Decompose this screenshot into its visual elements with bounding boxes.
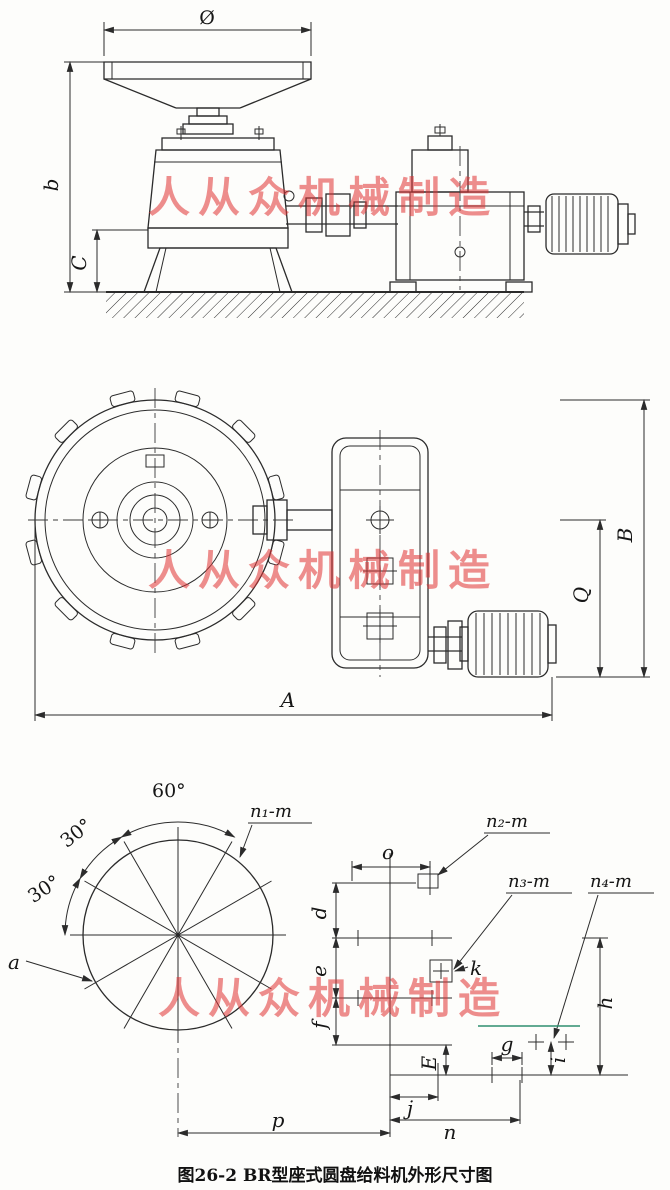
motor-plan: [428, 610, 557, 678]
dim-label-i: i: [546, 1057, 570, 1063]
dim-label-A: A: [279, 688, 295, 712]
label-n2-m: n₂-m: [486, 811, 528, 832]
dimension-B: B: [556, 398, 650, 679]
dim-label-diameter: Ø: [199, 7, 215, 29]
angle-label-60: 60°: [152, 780, 186, 802]
feeder-housing: [143, 126, 295, 293]
label-n3-m: n₃-m: [508, 871, 550, 892]
label-n1-m: n₁-m: [250, 801, 292, 822]
motor: [524, 193, 636, 255]
figure-caption: 图26-2 BR型座式圆盘给料机外形尺寸图: [177, 1166, 493, 1186]
dimension-diameter: Ø: [102, 7, 313, 56]
dimension-b: b: [39, 60, 108, 294]
dim-label-g: g: [501, 1032, 514, 1056]
dimension-c: C: [67, 228, 148, 294]
dim-label-n: n: [444, 1120, 457, 1144]
dim-label-E: E: [417, 1055, 441, 1071]
feeder-disc: [25, 388, 295, 657]
angle-label-30-lower: 30°: [24, 871, 64, 908]
dimension-A: A: [33, 525, 554, 721]
dim-label-a: a: [8, 950, 20, 974]
watermark-text: 人从众机械制造: [158, 974, 508, 1023]
bolt-pattern: [332, 853, 628, 1137]
dim-label-j: j: [403, 1096, 413, 1120]
dim-label-k: k: [470, 956, 482, 980]
dim-label-h: h: [593, 997, 617, 1010]
watermark-text: 人从众机械制造: [148, 546, 498, 595]
dim-label-p: p: [272, 1108, 285, 1132]
dim-label-c: C: [67, 255, 91, 270]
dim-label-Q: Q: [569, 587, 593, 603]
angle-label-30-upper: 30°: [56, 814, 96, 852]
dimension-Q: Q: [560, 518, 606, 679]
ground-hatch: [106, 291, 524, 318]
watermark-text: 人从众机械制造: [148, 173, 498, 222]
detail-dimensions: o d e f k E g h i j n: [176, 840, 617, 1144]
gearbox: [389, 124, 533, 293]
plan-view: B Q A 人从众机械制造: [25, 388, 650, 721]
hole-group-leaders: n₁-m n₂-m n₃-m n₄-m: [239, 801, 654, 1040]
label-n4-m: n₄-m: [590, 871, 632, 892]
side-elevation-view: Ø b C 人从众机械制造: [39, 7, 636, 318]
feeder-pan: [103, 61, 312, 135]
dim-label-d: d: [307, 907, 331, 920]
drive-shaft: [286, 193, 398, 237]
dim-label-e: e: [307, 965, 331, 977]
bolt-pattern-detail-view: 60° 30° 30° a n₁-m n₂-m n₃-m n₄-m: [8, 780, 654, 1144]
dim-label-o: o: [382, 840, 394, 864]
dim-label-B: B: [613, 528, 637, 544]
dim-label-b: b: [39, 179, 63, 192]
gearbox-plan: [331, 430, 429, 677]
